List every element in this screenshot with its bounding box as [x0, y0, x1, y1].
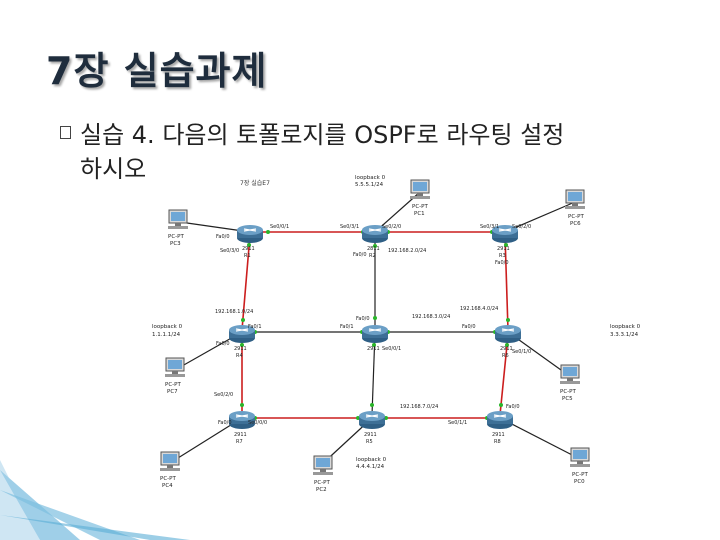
- loopback-bottom-name: loopback 0: [356, 457, 387, 463]
- loopback-right-ip: 3.3.3.1/24: [610, 332, 639, 338]
- label-r4-fa0: Fa0/0: [216, 341, 230, 347]
- label-r3-s0: Se0/3/1: [480, 224, 499, 230]
- router-r6-icon: [494, 324, 522, 344]
- label-r8-s: Se0/1/1: [448, 420, 467, 426]
- router-r6-model: 2911: [500, 346, 513, 352]
- loopback-top-ip: 5.5.5.1/24: [355, 182, 384, 188]
- serial-link-r6-r8: [499, 334, 509, 416]
- serial-link-r1-r4: [241, 234, 251, 331]
- bullet-text-line1: 실습 4. 다음의 토폴로지를 OSPF로 라우팅 설정: [80, 121, 565, 149]
- router-r1-icon: [236, 224, 264, 244]
- router-center-icon: [361, 324, 389, 344]
- pc-right-icon: [559, 364, 581, 385]
- pc-topright-model: PC-PT: [568, 214, 584, 220]
- pc-bottomright-name: PC0: [574, 479, 585, 485]
- router-r5-name: R5: [366, 439, 373, 445]
- label-bottom-net: 192.168.7.0/24: [400, 404, 438, 410]
- label-r5-fa: Fa0/0: [356, 316, 370, 322]
- pc-bottomright-icon: [569, 447, 591, 468]
- corner-decoration: [0, 460, 190, 540]
- label-r5-fa1: Fa0/1: [340, 324, 354, 330]
- label-r8-fa: Fa0/0: [506, 404, 520, 410]
- router-r1-name: R1: [244, 253, 251, 259]
- pc-bottom-name: PC2: [316, 487, 327, 493]
- pc-bottom-icon: [312, 455, 334, 476]
- label-r2-net: 192.168.2.0/24: [388, 248, 426, 254]
- router-r3-model: 2911: [497, 246, 510, 252]
- router-r5-model: 2911: [364, 432, 377, 438]
- pc-top-model: PC-PT: [412, 204, 428, 210]
- router-r8-icon: [486, 410, 514, 430]
- label-r4-s: Se0/2/0: [214, 392, 233, 398]
- router-r8-name: R8: [494, 439, 501, 445]
- router-r3-name: R3: [499, 253, 506, 259]
- diagram-caption: 7장 실습E7: [240, 179, 270, 187]
- pc-topright-name: PC6: [570, 221, 581, 227]
- pc-topleft-model: PC-PT: [168, 234, 184, 240]
- label-r2-s1: Se0/2/0: [382, 224, 401, 230]
- pc-topright-icon: [564, 189, 586, 210]
- label-r5-s: Se0/0/1: [382, 346, 401, 352]
- label-r4-net-left: 192.168.1.0/24: [215, 309, 253, 315]
- loopback-left-ip: 1.1.1.1/24: [152, 332, 181, 338]
- label-r6-net-right: 192.168.4.0/24: [460, 306, 498, 312]
- bullet-text-line2: 하시오: [80, 155, 147, 183]
- pc-bottom-model: PC-PT: [314, 480, 330, 486]
- router-r5-icon: [358, 410, 386, 430]
- router-r8-model: 2911: [492, 432, 505, 438]
- label-r7-s: Se0/0/0: [248, 420, 267, 426]
- serial-link-r3-r6: [504, 234, 509, 331]
- label-r2-s0: Se0/3/1: [340, 224, 359, 230]
- label-r6-fa: Fa0/0: [462, 324, 476, 330]
- loopback-bottom-ip: 4.4.4.1/24: [356, 464, 385, 470]
- eth-link-r3-pc6: [504, 201, 576, 233]
- pc-topleft-name: PC3: [170, 241, 181, 247]
- pc-left-name: PC7: [167, 389, 178, 395]
- router-r7-model: 2911: [234, 432, 247, 438]
- network-topology-diagram: 7장 실습E7: [152, 175, 641, 493]
- pc-left-model: PC-PT: [165, 382, 181, 388]
- pc-topleft-icon: [167, 209, 189, 230]
- bullet-checkbox-icon: [60, 126, 71, 139]
- label-r7-fa: Fa0/0: [218, 420, 232, 426]
- router-r2-name: R2: [369, 253, 376, 259]
- label-r2-fa: Fa0/0: [353, 252, 367, 258]
- pc-bottomleft-icon: [159, 451, 181, 472]
- pc-bottomright-model: PC-PT: [572, 472, 588, 478]
- label-r6-s: Se0/1/0: [512, 349, 531, 355]
- router-r4-model: 2911: [234, 346, 247, 352]
- label-r4-fa: Fa0/1: [248, 324, 262, 330]
- pc-bottomleft-model: PC-PT: [160, 476, 176, 482]
- pc-left-icon: [164, 357, 186, 378]
- pc-bottomleft-name: PC4: [162, 483, 173, 489]
- eth-link-r8-pc0: [499, 417, 579, 459]
- label-r3-fa: Fa0/0: [495, 260, 509, 266]
- loopback-right-name: loopback 0: [610, 324, 641, 330]
- router-r2-model: 2811: [367, 246, 380, 252]
- pc-top-icon: [409, 179, 431, 200]
- router-r6-name: R6: [502, 353, 509, 359]
- label-r1-s1: Se0/3/0: [220, 248, 239, 254]
- pc-right-model: PC-PT: [560, 389, 576, 395]
- pc-top-name: PC1: [414, 211, 425, 217]
- loopback-top-name: loopback 0: [355, 175, 386, 181]
- label-r1-fa: Fa0/0: [216, 234, 230, 240]
- router-center-model: 2911: [367, 346, 380, 352]
- router-r7-name: R7: [236, 439, 243, 445]
- label-r3-s1: Se0/2/0: [512, 224, 531, 230]
- loopback-left-name: loopback 0: [152, 324, 183, 330]
- label-r5-net: 192.168.3.0/24: [412, 314, 450, 320]
- pc-right-name: PC5: [562, 396, 573, 402]
- slide-title: 7장 실습과제: [46, 49, 268, 93]
- label-r1-s0: Se0/0/1: [270, 224, 289, 230]
- router-r1-model: 2911: [242, 246, 255, 252]
- router-r4-name: R4: [236, 353, 243, 359]
